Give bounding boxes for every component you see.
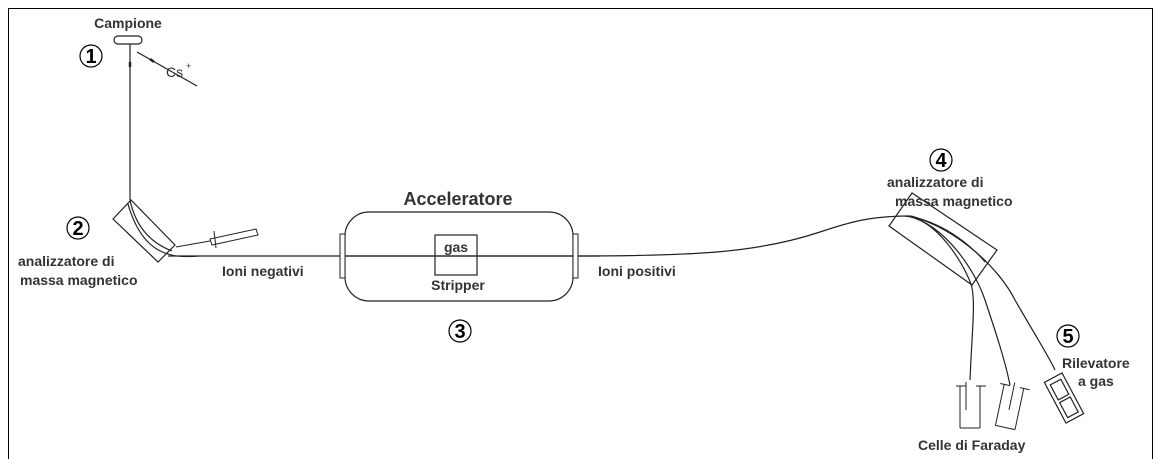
positive-ions-label: Ioni positivi: [598, 263, 676, 279]
left-bend-path-1: [129, 199, 173, 252]
step-1-circle: [79, 44, 103, 68]
side-injector-body: [209, 228, 259, 246]
cs-beam-line: [136, 51, 198, 87]
step-5-circle: [1056, 324, 1080, 348]
faraday-cup-2: [994, 382, 1030, 431]
sample-holder: [113, 35, 143, 45]
left-analyzer-label-line1: analizzatore di: [18, 253, 114, 269]
left-magnetic-analyzer: 2 analizzatore di massa magnetico: [18, 199, 259, 288]
step-2-circle: [66, 216, 90, 240]
right-analyzer-label-line1: analizzatore di: [887, 174, 983, 190]
accelerator-right-flange: [572, 233, 579, 279]
gas-detector-body: [1043, 372, 1085, 424]
gas-label: gas: [444, 239, 468, 255]
ion-source: Campione Cs + 1: [79, 15, 198, 200]
cs-superscript: +: [186, 61, 191, 71]
detector-label-line1: Rilevatore: [1062, 355, 1130, 371]
gas-detector: 5 Rilevatore a gas: [1043, 324, 1130, 424]
left-magnet-body: [112, 199, 176, 263]
step-4-number: 4: [935, 150, 947, 172]
cs-label: Cs: [166, 64, 183, 80]
side-injector-line: [175, 240, 211, 248]
inner-bend-path: [909, 215, 986, 263]
beam-line: Ioni negativi Ioni positivi: [168, 215, 911, 279]
step-3-number: 3: [454, 321, 465, 343]
step-2-number: 2: [72, 218, 83, 240]
accelerator-left-flange: [339, 233, 346, 279]
side-injector-tick: [213, 230, 217, 249]
right-magnet-body: [888, 192, 998, 286]
step-1-number: 1: [85, 46, 96, 68]
frame: [8, 8, 1153, 459]
accelerator: Acceleratore gas Stripper 3: [339, 189, 579, 343]
left-bend-path-2: [127, 203, 169, 255]
accelerator-label: Acceleratore: [403, 189, 512, 209]
positive-ion-beam: [575, 215, 911, 257]
step-4-circle: [929, 148, 953, 172]
stripper-label: Stripper: [431, 277, 485, 293]
right-magnetic-analyzer: 4 analizzatore di massa magnetico: [887, 148, 1056, 386]
detector-path: [910, 215, 1056, 371]
left-analyzer-label-line2: massa magnetico: [20, 272, 138, 288]
detector-label-line2: a gas: [1078, 373, 1114, 389]
step-5-number: 5: [1062, 326, 1073, 348]
cs-beam-tick: [149, 58, 155, 63]
faraday-label: Celle di Faraday: [918, 437, 1026, 453]
negative-ions-label: Ioni negativi: [222, 263, 304, 279]
stripper-cell: [434, 234, 478, 276]
right-analyzer-label-line2: massa magnetico: [895, 193, 1013, 209]
faraday-cup-1: [956, 382, 986, 429]
faraday-path-1: [904, 215, 974, 381]
step-3-circle: [448, 319, 472, 343]
faraday-path-2: [907, 215, 1011, 386]
sample-label: Campione: [94, 15, 162, 31]
faraday-cups: Celle di Faraday: [918, 382, 1030, 453]
